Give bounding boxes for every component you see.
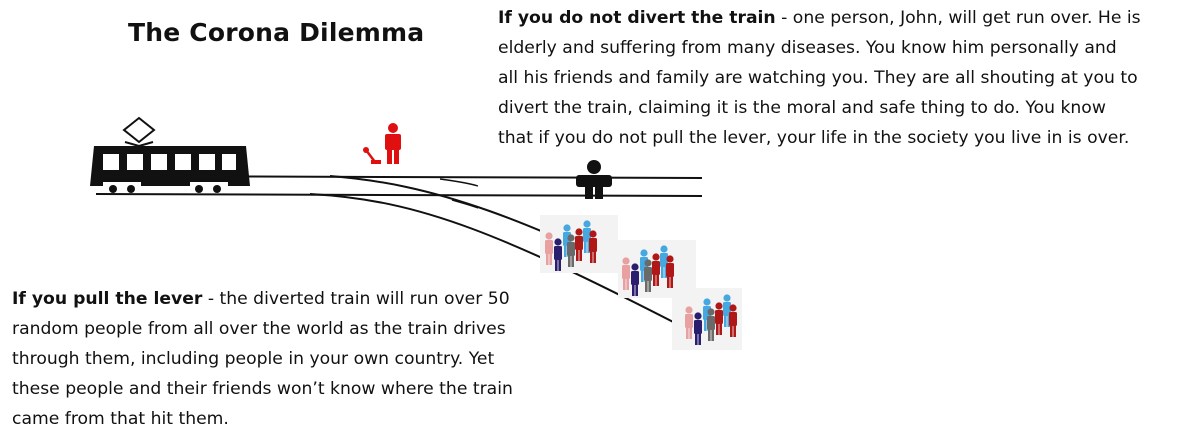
person-icon — [545, 232, 553, 265]
pull-lever-line-5: came from that hit them. — [12, 409, 229, 429]
person-icon — [666, 255, 674, 288]
person-icon — [622, 257, 630, 290]
person-icon — [575, 228, 583, 261]
no-divert-line-2: elderly and suffering from many diseases… — [498, 38, 1117, 58]
crowd-icon — [672, 288, 742, 350]
pull-lever-text: If you pull the lever - the diverted tra… — [12, 284, 557, 434]
person-icon — [589, 230, 597, 263]
person-icon — [685, 306, 693, 339]
person-icon — [554, 238, 562, 271]
diagram-title: The Corona Dilemma — [128, 18, 425, 47]
no-divert-line-5: that if you do not pull the lever, your … — [498, 128, 1130, 148]
no-divert-text: If you do not divert the train - one per… — [498, 3, 1168, 153]
tram-icon — [90, 116, 250, 193]
pull-lever-line-2: random people from all over the world as… — [12, 319, 506, 339]
no-divert-line-4: divert the train, claiming it is the mor… — [498, 98, 1106, 118]
person-icon — [644, 259, 652, 292]
trolley-diagram — [90, 116, 742, 350]
crowd-groups — [540, 215, 742, 350]
lever-icon — [363, 147, 381, 164]
person-icon — [715, 302, 723, 335]
person-icon — [707, 308, 715, 341]
person-icon — [583, 220, 591, 253]
person-icon — [631, 263, 639, 296]
person-icon — [652, 253, 660, 286]
person-icon — [729, 304, 737, 337]
no-divert-line-1: - one person, John, will get run over. H… — [775, 8, 1141, 28]
lever-person-icon — [385, 123, 401, 164]
pull-lever-lead: If you pull the lever — [12, 289, 203, 309]
person-icon — [723, 294, 731, 327]
crowd-icon — [540, 215, 618, 273]
person-icon — [567, 234, 575, 267]
person-icon — [660, 245, 668, 278]
pull-lever-line-1: - the diverted train will run over 50 — [202, 289, 510, 309]
no-divert-line-3: all his friends and family are watching … — [498, 68, 1138, 88]
person-icon — [694, 312, 702, 345]
john-person-icon — [576, 160, 612, 199]
pull-lever-line-4: these people and their friends won’t kno… — [12, 379, 513, 399]
no-divert-lead: If you do not divert the train — [498, 8, 776, 28]
pull-lever-line-3: through them, including people in your o… — [12, 349, 495, 369]
